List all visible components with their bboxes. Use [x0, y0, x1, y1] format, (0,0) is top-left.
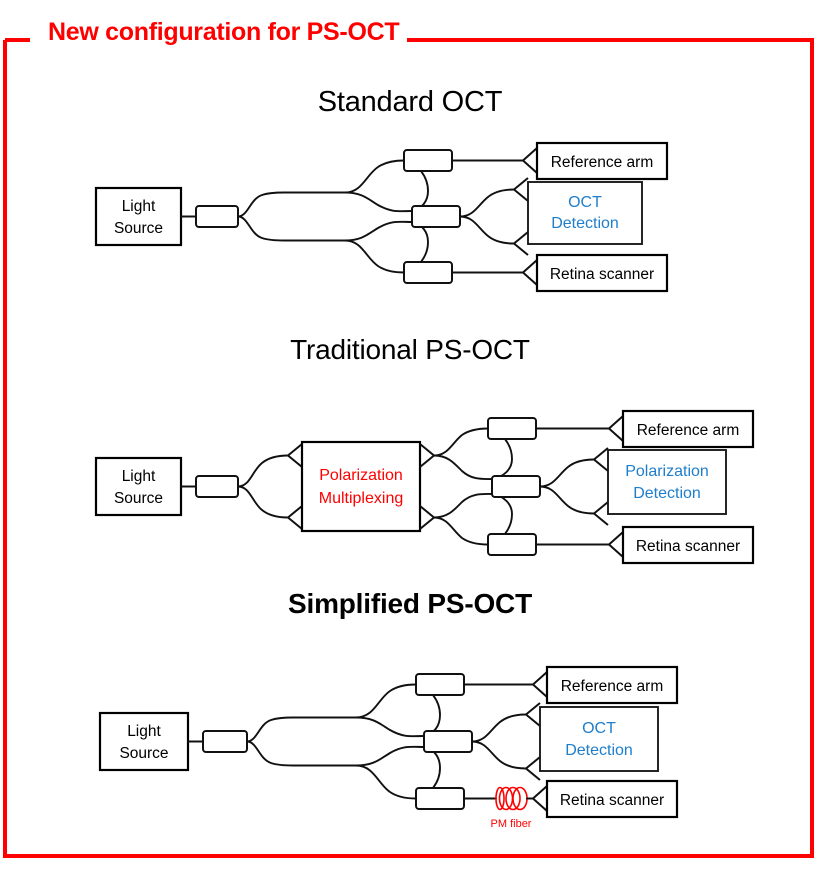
fiber-split-lower: [246, 740, 357, 767]
retina-scanner-box: [621, 525, 755, 565]
fiber-split-upper: [246, 716, 357, 743]
mux-output-lower-connector-icon: [419, 505, 436, 530]
panel-title-simplified-ps-oct: Simplified PS-OCT: [288, 588, 532, 619]
diagram-standard-oct: Light Source: [94, 141, 669, 293]
reference-arm-connector-icon: [531, 671, 548, 698]
reference-arm-label: Reference arm: [637, 422, 740, 439]
reference-arm-label: Reference arm: [551, 154, 654, 171]
fiber-lower-to-bottom-coupler: [355, 764, 417, 800]
light-source-box: [94, 456, 183, 517]
light-source-box: [98, 711, 190, 772]
fiber-split-upper: [237, 191, 346, 218]
light-source-label-line2: Source: [114, 220, 163, 237]
reference-arm-connector-icon: [607, 415, 624, 442]
reference-arm-box: [545, 665, 679, 705]
retina-scanner-connector-icon: [531, 785, 548, 812]
frame-title: New configuration for PS-OCT: [40, 18, 408, 47]
detection-label-line1: OCT: [568, 194, 602, 211]
detection-connector-upper-icon: [592, 447, 609, 472]
retina-scanner-connector-icon: [521, 259, 538, 286]
coupler-retina: [415, 787, 465, 810]
fiber-mux-upper-to-top-coupler: [433, 427, 489, 457]
detection-box: [539, 706, 659, 772]
detection-connector-lower-icon: [592, 501, 609, 526]
mux-input-upper-connector-icon: [286, 443, 303, 468]
input-coupler: [195, 205, 239, 228]
detection-box: [527, 181, 643, 245]
fiber-detection-upper: [539, 458, 595, 488]
diagram-simplified-ps-oct: Light Source Reference arm O: [98, 665, 679, 830]
input-coupler: [202, 730, 248, 753]
detection-connector-upper-icon: [512, 177, 529, 202]
coupler-reference: [487, 417, 537, 440]
coupler-detection: [423, 730, 473, 753]
fiber-detection-upper: [471, 713, 527, 743]
detection-label-line1: Polarization: [625, 463, 709, 480]
polarization-multiplexing-label-line2: Multiplexing: [319, 490, 403, 507]
fiber-lower-to-bottom-coupler: [344, 239, 405, 274]
light-source-label-line1: Light: [122, 198, 156, 215]
fiber-split-upper-to-mux: [237, 454, 289, 488]
retina-scanner-label: Retina scanner: [550, 266, 654, 283]
detection-connector-lower-icon: [524, 756, 541, 781]
fiber-mux-upper-to-mid-coupler: [433, 454, 493, 480]
retina-scanner-connector-icon: [607, 531, 624, 558]
detection-label-line2: Detection: [633, 485, 701, 502]
reference-arm-box: [621, 409, 755, 449]
fiber-mux-lower-to-bottom-coupler: [433, 516, 489, 546]
input-coupler: [195, 475, 239, 498]
light-source-label-line2: Source: [114, 490, 163, 507]
mux-input-lower-connector-icon: [286, 505, 303, 530]
fiber-mux-lower-to-mid-coupler: [433, 493, 493, 519]
detection-connector-upper-icon: [524, 702, 541, 727]
fiber-detection-lower: [459, 215, 515, 245]
fiber-lower-to-mid-coupler: [344, 220, 413, 242]
coupler-reference: [415, 673, 465, 696]
mux-output-upper-connector-icon: [419, 443, 436, 468]
polarization-multiplexing-box: [300, 440, 422, 533]
coupler-detection: [411, 205, 461, 228]
diagram-traditional-ps-oct: Light Source Polarization Multiplexing: [94, 409, 755, 565]
detection-label-line2: Detection: [565, 742, 633, 759]
retina-scanner-label: Retina scanner: [636, 538, 740, 555]
fiber-detection-lower: [471, 740, 527, 770]
retina-scanner-box: [545, 779, 679, 819]
retina-scanner-box: [535, 253, 669, 293]
light-source-label-line1: Light: [127, 723, 161, 740]
reference-arm-box: [535, 141, 669, 181]
light-source-label-line1: Light: [122, 468, 156, 485]
pm-fiber-coil-icon: [495, 786, 528, 811]
detection-label-line1: OCT: [582, 720, 616, 737]
retina-scanner-label: Retina scanner: [560, 792, 664, 809]
reference-arm-label: Reference arm: [561, 678, 664, 695]
polarization-multiplexing-label-line1: Polarization: [319, 467, 403, 484]
fiber-split-lower: [237, 215, 346, 242]
coupler-reference: [403, 149, 453, 172]
panel-title-traditional-ps-oct: Traditional PS-OCT: [290, 334, 530, 365]
pm-fiber-label: PM fiber: [491, 818, 532, 830]
detection-connector-lower-icon: [512, 231, 529, 256]
fiber-split-lower-to-mux: [237, 485, 289, 519]
fiber-upper-to-top-coupler: [344, 159, 405, 194]
coupler-retina: [403, 261, 453, 284]
fiber-upper-to-mid-coupler: [344, 191, 413, 213]
fiber-lower-to-mid-coupler: [355, 745, 425, 767]
reference-arm-connector-icon: [521, 147, 538, 174]
coupler-retina: [487, 533, 537, 556]
fiber-upper-to-mid-coupler: [355, 716, 425, 738]
detection-label-line2: Detection: [551, 215, 619, 232]
fiber-detection-lower: [539, 485, 595, 515]
fiber-upper-to-top-coupler: [355, 683, 417, 719]
fiber-detection-upper: [459, 188, 515, 218]
light-source-label-line2: Source: [119, 745, 168, 762]
detection-box: [607, 449, 727, 515]
panel-title-standard-oct: Standard OCT: [317, 86, 503, 118]
coupler-detection: [491, 475, 541, 498]
